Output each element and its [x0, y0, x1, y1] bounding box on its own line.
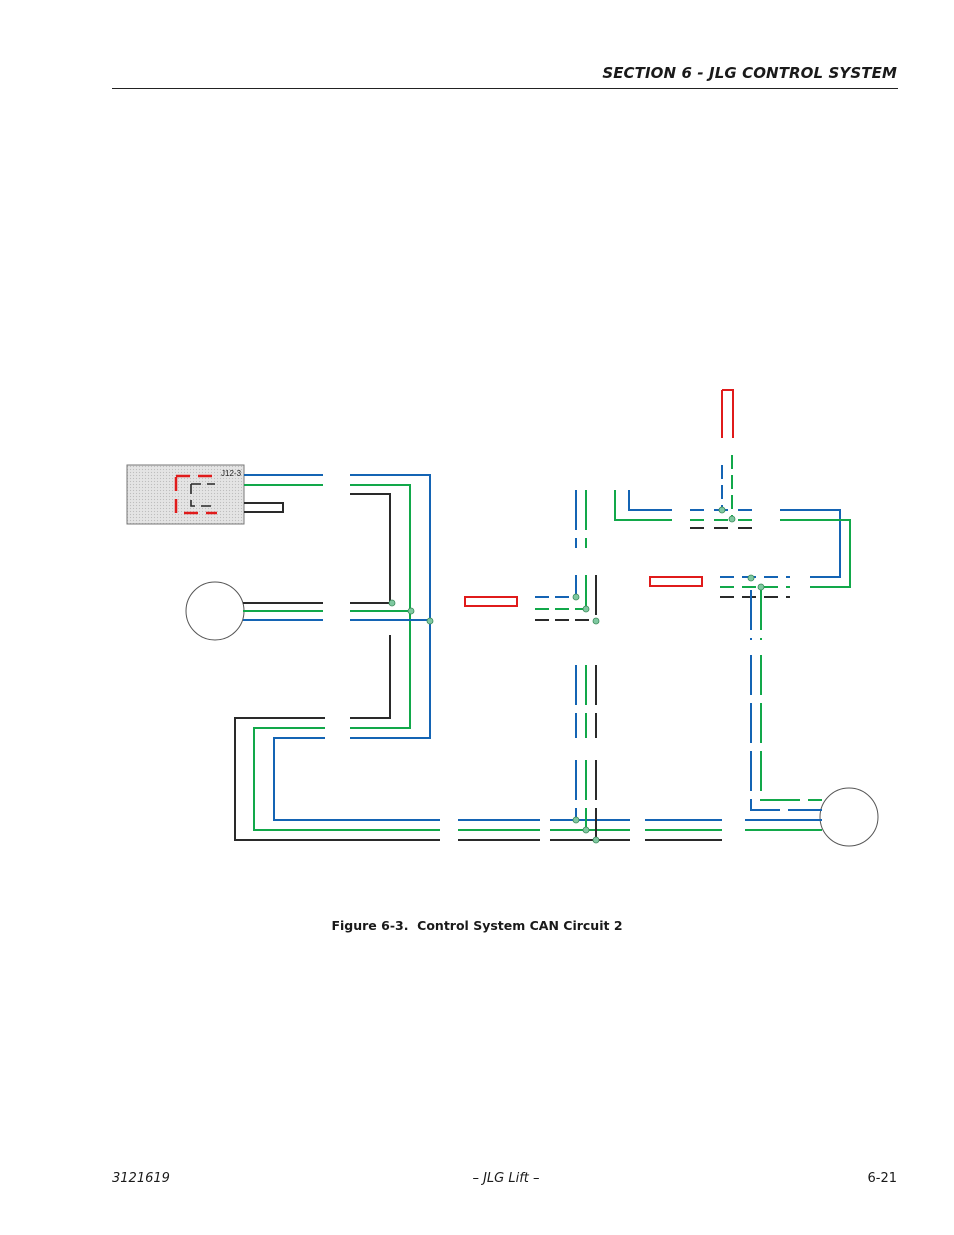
- upper-right-harness: [614, 389, 851, 811]
- section-header: SECTION 6 - JLG CONTROL SYSTEM: [602, 64, 897, 82]
- right-round-device: [819, 787, 879, 847]
- center-harness: [464, 490, 597, 840]
- header-divider: [112, 88, 898, 89]
- publisher-name: – JLG Lift –: [472, 1171, 540, 1186]
- document-number: 3121619: [112, 1171, 170, 1186]
- page-number: 6-21: [867, 1171, 897, 1186]
- figure-title: Control System CAN Circuit 2: [417, 918, 623, 933]
- connector-label: J12-3: [221, 469, 242, 478]
- left-harness: [234, 474, 440, 841]
- figure-caption: Figure 6-3. Control System CAN Circuit 2: [0, 918, 954, 933]
- figure-number: Figure 6-3.: [331, 918, 409, 933]
- connector-module: J12-3: [126, 464, 245, 525]
- left-round-device: [185, 581, 245, 641]
- bottom-harness: [458, 819, 822, 841]
